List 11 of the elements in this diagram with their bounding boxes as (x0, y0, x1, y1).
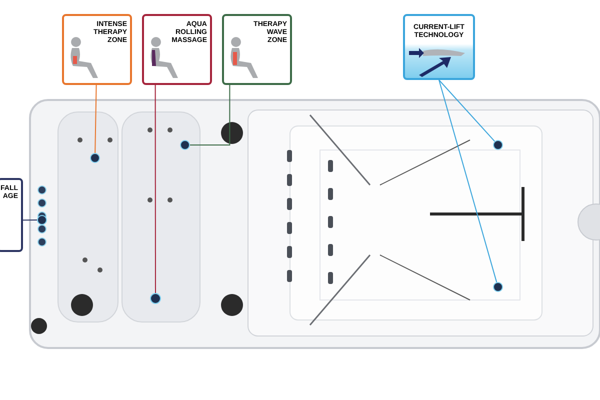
leader-line (154, 84, 156, 294)
leader-line (190, 84, 230, 146)
leader-line (94, 84, 97, 154)
callout-box (403, 14, 475, 80)
callout-box (142, 14, 212, 85)
callout-box (222, 14, 292, 85)
leader-line (22, 220, 38, 221)
callout-box (0, 178, 23, 252)
callout-box (62, 14, 132, 85)
leader-line (438, 80, 498, 283)
leader-line (438, 80, 496, 142)
